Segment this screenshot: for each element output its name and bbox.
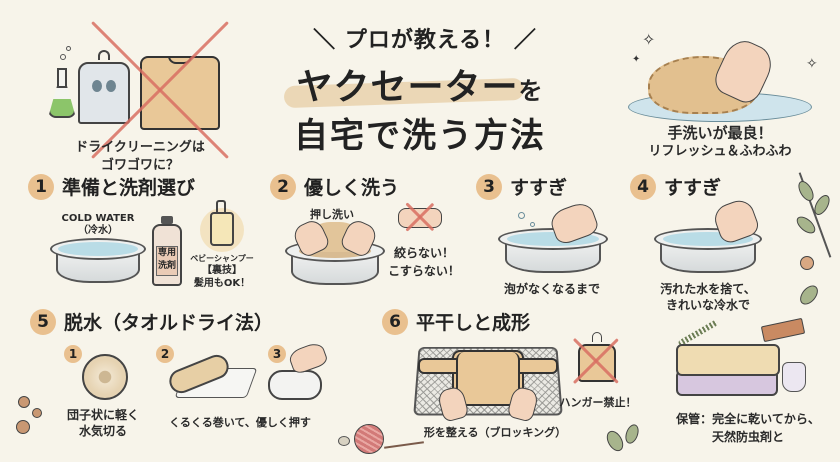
shampoo-bottle-icon (200, 200, 244, 252)
leaf-icon (796, 282, 822, 308)
sparkle-icon: ✧ (806, 56, 818, 72)
step-2-title: 2 優しく洗う (270, 173, 399, 200)
leaf-branch-icon (603, 427, 627, 455)
substep-number-badge: 2 (156, 345, 174, 363)
flask-icon (48, 46, 76, 120)
cross-mark-icon (80, 40, 240, 140)
no-hanger-warning: ハンガー禁止！ (559, 396, 637, 409)
page-title-line1: ヤクセーターを (280, 58, 560, 110)
sparkle-icon: ✧ (642, 30, 656, 49)
step-number-badge: 4 (630, 173, 656, 200)
rinse-bowl-icon (654, 228, 762, 278)
cold-water-label: COLD WATER (61, 213, 135, 224)
substep-number-badge: 1 (64, 345, 82, 363)
step-number-badge: 2 (270, 173, 296, 200)
step-5-title: 5 脱水（タオルドライ法） (30, 308, 273, 335)
cold-water-label-jp: （冷水） (78, 225, 118, 236)
intro-hand-wash: ✧ ✦ ✧ 手洗いが最良！ リフレッシュ＆ふわふわ (620, 20, 820, 160)
step-title: 準備と洗剤選び (62, 177, 196, 199)
rinse-bowl-icon (498, 228, 608, 278)
step-number-badge: 1 (28, 173, 54, 200)
cross-mark-icon (570, 336, 622, 386)
yarn-ball-icon (354, 424, 384, 454)
button-icon (338, 436, 350, 446)
hair-shampoo-ok-label: 髪用もOK！ (193, 278, 251, 289)
discard-water-caption-line1: 汚れた水を捨て、 (660, 282, 756, 296)
step-title: 平干しと成形 (416, 312, 531, 334)
rosemary-sprig-icon (677, 319, 719, 347)
rolled-white-towel-icon (268, 370, 322, 400)
detergent-label-line1: 専用 (157, 248, 176, 258)
button-icon (800, 256, 814, 270)
step-1-title: 1 準備と洗剤選び (28, 173, 195, 200)
substep-2-caption: くるくる巻いて、優しく押す (169, 416, 311, 429)
intro-dry-cleaning: ドライクリーニングは ゴワゴワに？ (40, 20, 240, 173)
title-particle: を (518, 77, 544, 105)
detergent-label-line2: 洗剤 (157, 261, 176, 271)
subtitle: ＼ プロが教える！ ／ (313, 28, 537, 53)
blocking-caption: 形を整える（ブロッキング） (423, 426, 567, 439)
step-4-title: 4 すすぎ (630, 173, 721, 200)
step-number-badge: 5 (30, 308, 56, 335)
step-3-title: 3 すすぎ (476, 173, 567, 200)
page-title-line2: 自宅で洗う方法 (294, 116, 546, 156)
cedar-block-icon (760, 317, 806, 343)
baby-shampoo-label: ベビーシャンプー (190, 254, 254, 263)
until-no-foam-caption: 泡がなくなるまで (503, 282, 600, 296)
step-6-title: 6 平干しと成形 (382, 308, 530, 335)
cross-mark-icon (404, 200, 436, 234)
step-number-badge: 3 (476, 173, 502, 200)
hand-wash-caption-line1: 手洗いが最良！ (667, 124, 773, 142)
buttons-decor-icon (14, 396, 44, 436)
flat-sweater-body (456, 352, 520, 406)
storage-caption-line1: 保管：完全に乾いてから、 (676, 412, 820, 426)
press-wash-label: 押し洗い (310, 208, 354, 221)
no-wring-warning: 絞らない！ (393, 246, 454, 260)
lavender-sachet-icon (782, 362, 806, 392)
yarn-strand (384, 441, 424, 449)
hand-icon (286, 340, 330, 376)
tip-label: 【裏技】 (202, 265, 242, 276)
twisted-towel-ball-icon (82, 354, 128, 400)
substep-number-badge: 3 (268, 345, 286, 363)
hand-wash-caption-line2: リフレッシュ＆ふわふわ (648, 144, 792, 159)
dry-cleaning-caption-line1: ドライクリーニングは (75, 140, 205, 155)
step-title: すすぎ (664, 177, 722, 199)
step-title: 優しく洗う (304, 177, 400, 199)
leaf-branch-icon (793, 170, 833, 260)
dry-cleaning-caption-line2: ゴワゴワに？ (100, 158, 179, 173)
discard-water-caption-line2: きれいな冷水で (665, 298, 750, 312)
no-rub-warning: こすらない！ (388, 264, 460, 278)
step-title: 脱水（タオルドライ法） (64, 312, 274, 334)
leaf-branch-icon (622, 422, 642, 446)
substep-1-caption-line2: 水気切る (78, 424, 127, 438)
title-main-text: ヤクセーター (296, 67, 519, 108)
sparkle-icon: ✦ (632, 54, 641, 65)
step-number-badge: 6 (382, 308, 408, 335)
substep-1-caption-line1: 団子状に軽く (66, 408, 139, 422)
step-title: すすぎ (510, 177, 568, 199)
water-bowl-icon (50, 238, 146, 286)
storage-caption-line2: 天然防虫剤と (711, 430, 784, 444)
folded-sweater-cream (676, 344, 780, 376)
detergent-bottle-icon: 専用 洗剤 (152, 216, 182, 286)
